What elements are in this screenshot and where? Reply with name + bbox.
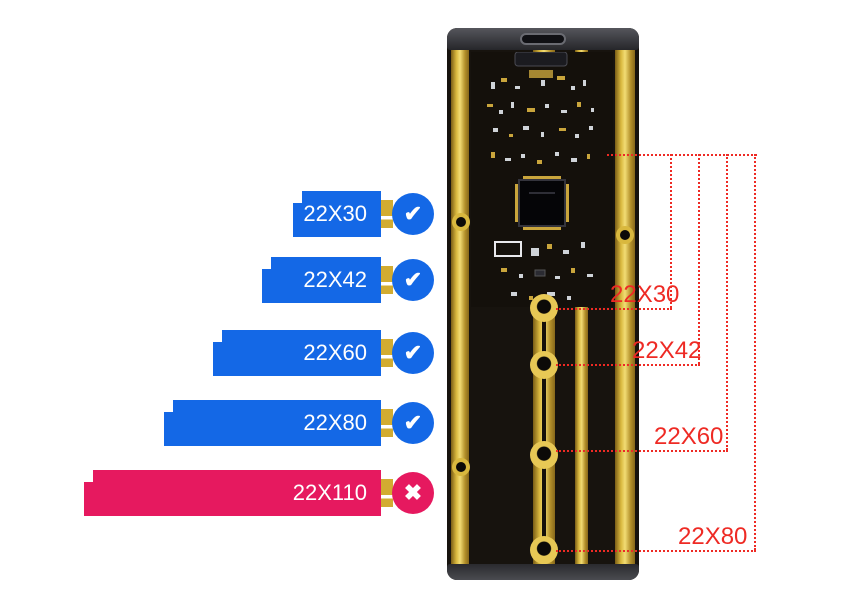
gold-rail-right bbox=[615, 46, 635, 568]
supported-check-icon: ✔ bbox=[392, 332, 434, 374]
callout-line-22x42 bbox=[556, 364, 700, 366]
callout-label-22x42: 22X42 bbox=[632, 337, 702, 364]
ssd-bar-22x30: 22X30 bbox=[293, 191, 381, 237]
ssd-edge-connector bbox=[381, 266, 393, 294]
center-groove bbox=[542, 318, 546, 558]
ssd-bar-label: 22X30 bbox=[303, 201, 367, 226]
ssd-edge-connector bbox=[381, 479, 393, 507]
check-glyph: ✔ bbox=[403, 267, 423, 292]
pcb-components bbox=[487, 51, 594, 300]
callout-line-22x80 bbox=[754, 154, 756, 550]
check-glyph: ✔ bbox=[403, 340, 423, 365]
screw-hole-22x80 bbox=[530, 536, 558, 564]
screw-hole-22x42 bbox=[530, 351, 558, 379]
gold-rail-left bbox=[451, 46, 469, 568]
supported-check-icon: ✔ bbox=[392, 259, 434, 301]
ssd-bar-label: 22X42 bbox=[303, 267, 367, 292]
callout-line-22x60 bbox=[726, 154, 728, 450]
callout-line-22x30 bbox=[556, 308, 672, 310]
callout-line-22x42 bbox=[698, 154, 700, 364]
check-glyph: ✔ bbox=[403, 201, 423, 226]
pcb-area bbox=[471, 51, 613, 307]
ssd-bar-label: 22X60 bbox=[303, 340, 367, 365]
callout-line-22x30 bbox=[670, 154, 672, 308]
standoff-hole bbox=[616, 226, 634, 244]
callout-line-22x80 bbox=[556, 550, 756, 552]
screw-hole-22x30 bbox=[530, 294, 558, 322]
ssd-bar-22x42: 22X42 bbox=[262, 257, 381, 303]
enclosure-device bbox=[447, 28, 639, 580]
cross-glyph: ✖ bbox=[403, 480, 423, 505]
supported-check-icon: ✔ bbox=[392, 193, 434, 235]
callout-label-22x30: 22X30 bbox=[610, 281, 680, 308]
usb-c-port bbox=[520, 33, 566, 45]
standoff-hole bbox=[452, 458, 470, 476]
callout-line-22x60 bbox=[556, 450, 728, 452]
ssd-bar-22x110: 22X110 bbox=[84, 470, 381, 516]
standoff-hole bbox=[452, 213, 470, 231]
not-supported-x-icon: ✖ bbox=[392, 472, 434, 514]
ssd-bar-label: 22X80 bbox=[303, 410, 367, 435]
callout-label-22x60: 22X60 bbox=[654, 423, 724, 450]
callout-label-22x80: 22X80 bbox=[678, 523, 748, 550]
ssd-bar-22x80: 22X80 bbox=[164, 400, 381, 446]
check-glyph: ✔ bbox=[403, 410, 423, 435]
supported-check-icon: ✔ bbox=[392, 402, 434, 444]
enclosure-top-cap bbox=[447, 28, 639, 50]
ssd-edge-connector bbox=[381, 339, 393, 367]
ssd-edge-connector bbox=[381, 409, 393, 437]
ssd-bar-22x60: 22X60 bbox=[213, 330, 381, 376]
ssd-bar-label: 22X110 bbox=[292, 480, 367, 505]
enclosure-bottom-cap bbox=[447, 564, 639, 580]
ssd-edge-connector bbox=[381, 200, 393, 228]
callout-bracket-line bbox=[607, 154, 757, 156]
screw-hole-22x60 bbox=[530, 441, 558, 469]
